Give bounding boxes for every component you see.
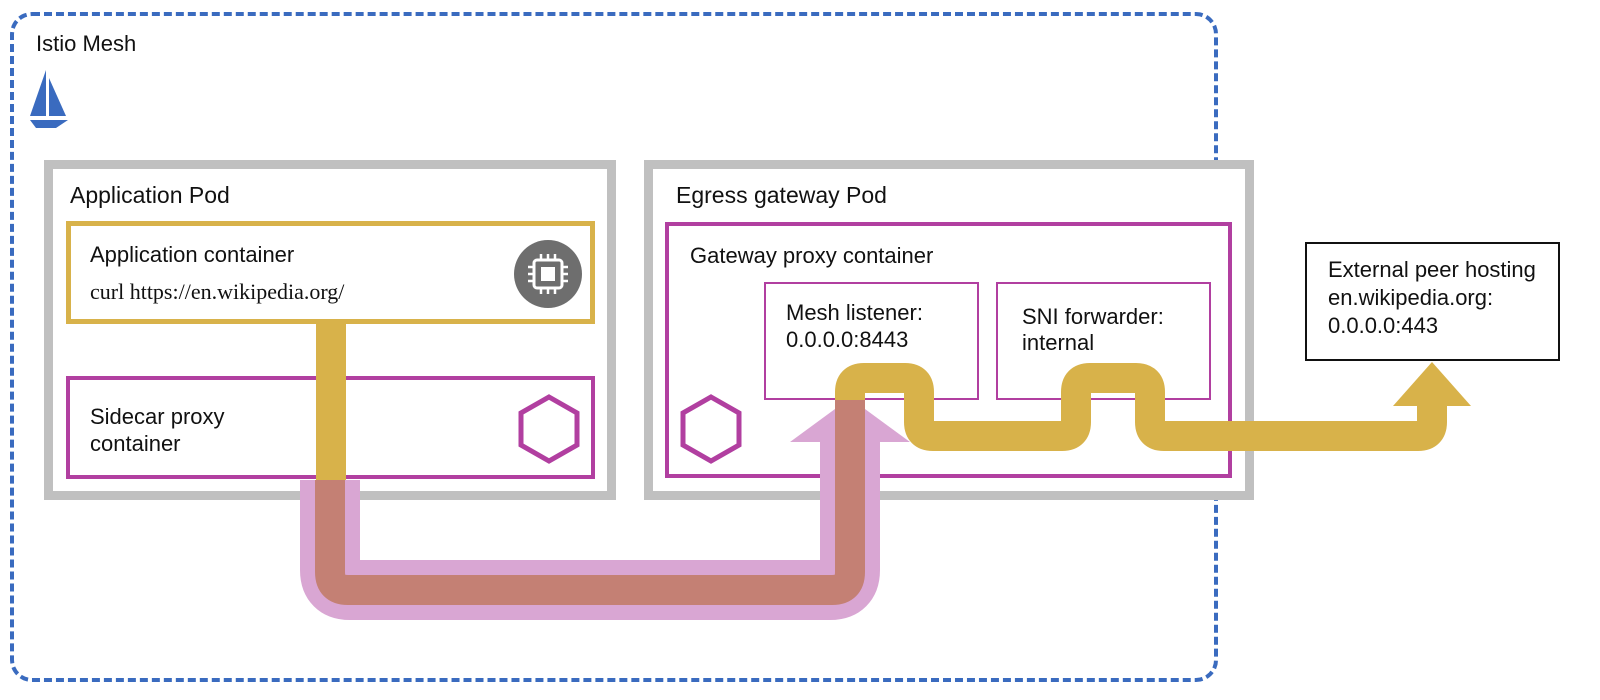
sni-forwarder-line1: SNI forwarder: <box>1022 304 1164 329</box>
mtls-flow-path <box>300 438 880 620</box>
external-arrowhead <box>1393 362 1471 406</box>
mesh-title: Istio Mesh <box>36 31 137 56</box>
istio-sail-icon <box>30 70 68 128</box>
gateway-proxy-title: Gateway proxy container <box>690 243 934 268</box>
application-container <box>66 221 595 324</box>
hexagon-icon <box>680 394 742 464</box>
sni-flow-path <box>835 363 1447 451</box>
tunnel-flow-path <box>315 400 865 605</box>
chip-icon <box>514 240 582 308</box>
sidecar-title-line2: container <box>90 431 181 456</box>
http-flow-segment <box>316 324 346 480</box>
hexagon-icon <box>518 394 580 464</box>
curl-command: curl https://en.wikipedia.org/ <box>90 279 345 304</box>
sidecar-title-line1: Sidecar proxy <box>90 404 225 429</box>
application-pod-title: Application Pod <box>70 182 230 208</box>
egress-pod-title: Egress gateway Pod <box>676 182 887 208</box>
mesh-listener-line1: Mesh listener: <box>786 300 923 325</box>
external-peer-line2: en.wikipedia.org: <box>1328 285 1494 310</box>
external-peer-line3: 0.0.0.0:443 <box>1328 313 1439 338</box>
sni-forwarder-line2: internal <box>1022 330 1095 355</box>
external-peer-line1: External peer hosting <box>1328 257 1536 282</box>
external-peer-box <box>1305 242 1560 361</box>
application-container-title: Application container <box>90 242 295 267</box>
mesh-listener-line2: 0.0.0.0:8443 <box>786 327 909 352</box>
